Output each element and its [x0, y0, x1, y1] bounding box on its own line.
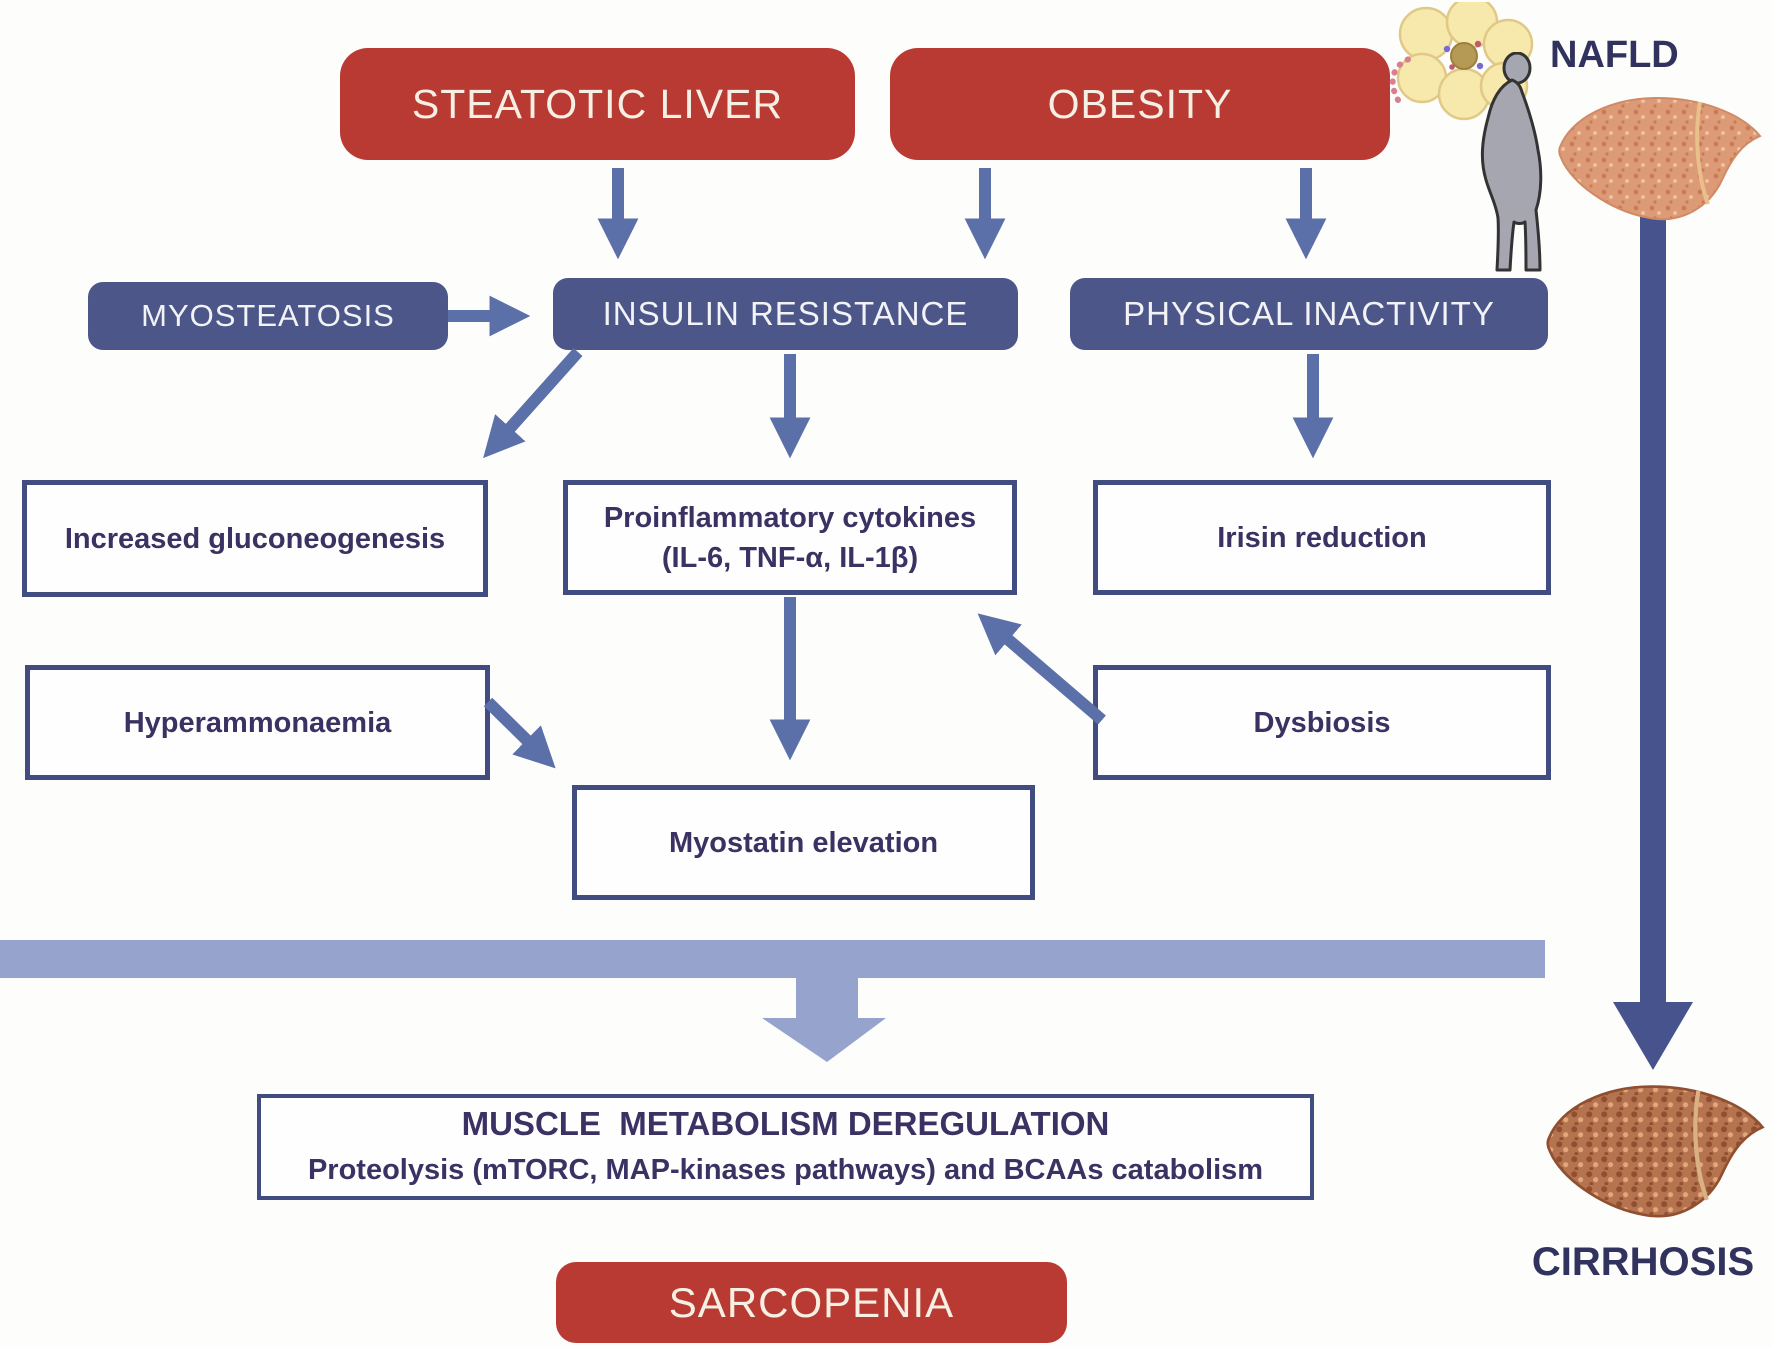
node-myosteatosis: MYOSTEATOSIS	[88, 282, 448, 350]
node-insulin-resistance: INSULIN RESISTANCE	[553, 278, 1018, 350]
cirrhosis-label: CIRRHOSIS	[1531, 1240, 1755, 1284]
arrow-bar-to-muscle-metabolism	[762, 977, 886, 1062]
node-dysbiosis: Dysbiosis	[1093, 665, 1551, 780]
node-myosteatosis-label: MYOSTEATOSIS	[141, 298, 395, 333]
node-irisin-reduction: Irisin reduction	[1093, 480, 1551, 595]
node-proinflammatory-cytokines-line2: (IL-6, TNF-α, IL-1β)	[661, 541, 919, 574]
node-hyperammonaemia: Hyperammonaemia	[25, 665, 490, 780]
nafld-label: NAFLD	[1550, 34, 1679, 76]
node-increased-gluconeogenesis-label: Increased gluconeogenesis	[64, 522, 446, 555]
node-muscle-metabolism-deregulation: MUSCLE METABOLISM DEREGULATION Proteolys…	[257, 1094, 1314, 1200]
node-physical-inactivity-label: PHYSICAL INACTIVITY	[1123, 295, 1495, 332]
node-obesity: OBESITY	[890, 48, 1390, 160]
node-obesity-label: OBESITY	[1047, 80, 1233, 127]
node-hyperammonaemia-label: Hyperammonaemia	[123, 706, 392, 739]
node-increased-gluconeogenesis: Increased gluconeogenesis	[22, 480, 488, 597]
node-physical-inactivity: PHYSICAL INACTIVITY	[1070, 278, 1548, 350]
arrow-nafld-to-cirrhosis	[1613, 195, 1693, 1070]
obese-person-illustration	[1480, 52, 1543, 272]
arrow-hyperammonaemia-to-myostatin	[483, 697, 556, 769]
node-sarcopenia: SARCOPENIA	[556, 1262, 1067, 1343]
arrow-dysbiosis-to-cytokines	[977, 613, 1106, 725]
node-insulin-resistance-label: INSULIN RESISTANCE	[602, 295, 969, 332]
divider-bar	[0, 940, 1545, 978]
node-muscle-metabolism-line1: MUSCLE METABOLISM DEREGULATION	[461, 1105, 1110, 1142]
node-steatotic-liver-label: STEATOTIC LIVER	[411, 80, 784, 127]
node-dysbiosis-label: Dysbiosis	[1253, 706, 1391, 739]
node-sarcopenia-label: SARCOPENIA	[668, 1278, 955, 1326]
nafld-liver-illustration	[1558, 96, 1762, 221]
node-myostatin-elevation-label: Myostatin elevation	[668, 826, 939, 859]
cirrhosis-liver-illustration	[1546, 1085, 1765, 1218]
node-muscle-metabolism-line2: Proteolysis (mTORC, MAP-kinases pathways…	[307, 1154, 1264, 1186]
node-steatotic-liver: STEATOTIC LIVER	[340, 48, 855, 160]
node-myostatin-elevation: Myostatin elevation	[572, 785, 1035, 900]
node-proinflammatory-cytokines-line1: Proinflammatory cytokines	[603, 501, 977, 534]
arrow-insulin-to-gluconeogenesis	[483, 348, 583, 459]
node-irisin-reduction-label: Irisin reduction	[1217, 521, 1427, 554]
node-proinflammatory-cytokines: Proinflammatory cytokines (IL-6, TNF-α, …	[563, 480, 1017, 595]
